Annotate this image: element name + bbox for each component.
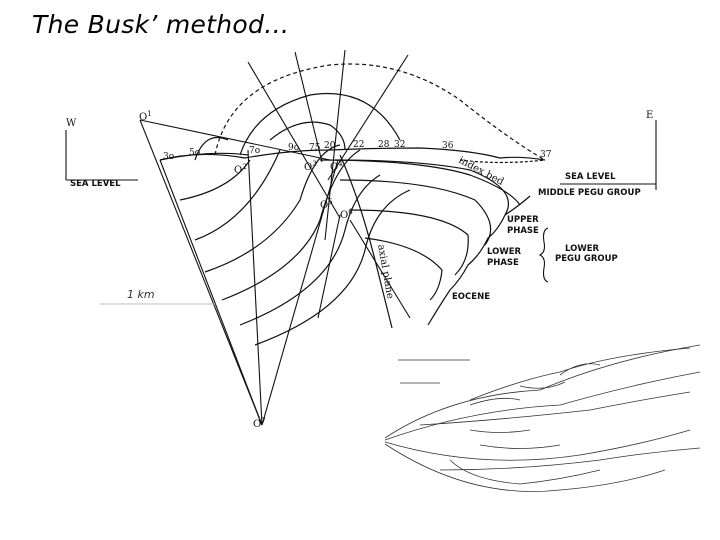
unit-contact-squiggle xyxy=(427,195,531,326)
centre-o2: O2 xyxy=(234,163,247,176)
dip-labels: 3o 5o 7o 9o 75 20 22 28 32 36 37 xyxy=(163,140,552,162)
projected-fold-dashed xyxy=(214,63,546,161)
scale-label: 1 km xyxy=(127,288,155,301)
inset-geological-map xyxy=(384,340,702,525)
slide-title: The Busk’ method… xyxy=(32,10,290,39)
lower-pegu-label-1: LOWER xyxy=(565,244,600,254)
dip-7: 7o xyxy=(249,146,260,156)
lower-pegu-label-2: PEGU GROUP xyxy=(555,254,618,264)
dip-75: 75 xyxy=(309,143,321,153)
dip-22: 22 xyxy=(353,140,364,150)
topographic-surface xyxy=(159,147,546,161)
sea-level-dashed xyxy=(459,159,546,164)
lower-pegu-brace xyxy=(538,227,549,283)
sea-level-left-label: SEA LEVEL xyxy=(70,179,121,189)
dip-20: 20 xyxy=(324,141,336,151)
centre-o4: O4 xyxy=(330,160,343,173)
index-bed-label: index bed xyxy=(457,155,506,188)
curvature-centres: O1 O2 O3 O4 O5 O6 O7 xyxy=(139,110,353,430)
direction-e-label: E xyxy=(646,110,653,121)
middle-pegu-label: MIDDLE PEGU GROUP xyxy=(538,188,641,198)
axial-plane-line xyxy=(339,154,393,329)
dip-32: 32 xyxy=(394,140,405,150)
centre-o5: O5 xyxy=(320,198,333,211)
bed-arcs xyxy=(159,92,510,346)
upper-phase-label-1: UPPER xyxy=(507,215,539,225)
dip-36: 36 xyxy=(442,141,454,151)
dip-3: 3o xyxy=(163,152,174,162)
centre-o6: O6 xyxy=(340,208,353,221)
index-bed-line xyxy=(319,159,521,206)
lower-phase-label-2: PHASE xyxy=(487,258,519,268)
eocene-label: EOCENE xyxy=(452,292,490,302)
dip-28: 28 xyxy=(378,140,390,150)
upper-phase-label-2: PHASE xyxy=(507,226,539,236)
dip-37: 37 xyxy=(540,150,552,160)
unit-labels: MIDDLE PEGU GROUP UPPER PHASE LOWER PHAS… xyxy=(452,188,641,302)
direction-w-label: W xyxy=(66,118,77,129)
dip-9: 9o xyxy=(288,143,299,153)
sea-level-right-label: SEA LEVEL xyxy=(565,172,616,182)
radial-lines xyxy=(139,49,411,426)
lower-phase-label-1: LOWER xyxy=(487,247,522,257)
centre-o1: O1 xyxy=(139,110,152,123)
centre-o3: O3 xyxy=(304,160,317,173)
centre-o7: O7 xyxy=(253,417,266,430)
section-frame xyxy=(65,120,657,190)
dip-5: 5o xyxy=(189,148,200,158)
